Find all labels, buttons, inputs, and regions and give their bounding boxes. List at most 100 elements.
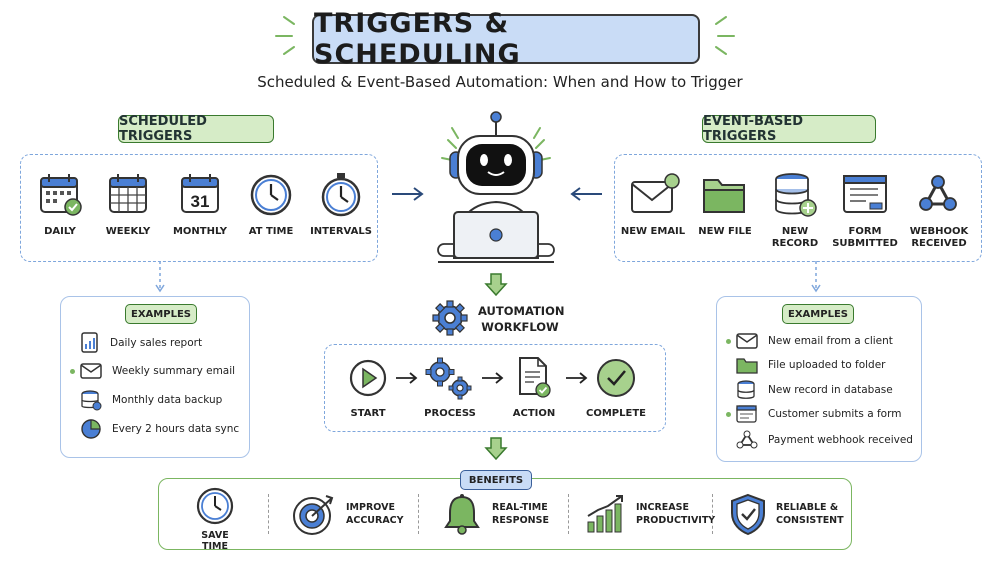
benefit-separator (418, 494, 419, 534)
database-plus-icon (775, 173, 817, 217)
flow-arrow-icon (396, 372, 418, 384)
envelope-icon (736, 333, 758, 349)
robot-illustration (437, 111, 555, 263)
example-text: Daily sales report (110, 337, 203, 349)
examples-heading-text: EXAMPLES (788, 308, 848, 320)
step-label-action: ACTION (512, 408, 556, 419)
example-row: Every 2 hours data sync (80, 418, 239, 440)
flow-arrow-icon (482, 372, 504, 384)
step-label-complete: COMPLETE (586, 408, 646, 419)
benefit-label: INCREASE PRODUCTIVITY (636, 502, 716, 526)
benefit-increase-productivity: INCREASE PRODUCTIVITY (584, 492, 715, 536)
trigger-label: DAILY (44, 226, 76, 237)
check-circle-icon (597, 359, 635, 397)
event-heading-text: EVENT-BASED TRIGGERS (703, 114, 804, 144)
stopwatch-icon (321, 173, 361, 217)
step-label-process: PROCESS (424, 408, 476, 419)
workflow-heading-line1: AUTOMATION (478, 304, 565, 318)
event-examples-heading: EXAMPLES (782, 304, 854, 324)
benefits-heading-text: BENEFITS (468, 474, 524, 486)
benefit-label: RELIABLE & CONSISTENT (776, 502, 844, 526)
benefit-separator (712, 494, 713, 534)
benefit-label: REAL-TIME RESPONSE (492, 502, 549, 526)
bullet-dot (726, 411, 731, 417)
sparkle-left-icon (275, 16, 295, 55)
example-row: New email from a client (726, 332, 893, 350)
example-row: New record in database (736, 380, 893, 400)
example-text: Payment webhook received (768, 434, 913, 446)
pie-sync-icon (81, 419, 101, 439)
examples-heading-text: EXAMPLES (131, 308, 191, 320)
event-triggers-heading: EVENT-BASED TRIGGERS (702, 114, 876, 144)
connector-arrow-left (155, 261, 165, 293)
example-row: File uploaded to folder (736, 356, 886, 374)
example-text: Every 2 hours data sync (112, 423, 240, 435)
calendar-badge-text: 31 (191, 192, 210, 211)
trigger-label: WEEKLY (105, 226, 151, 237)
webhook-icon (919, 175, 957, 211)
example-text: File uploaded to folder (768, 359, 886, 371)
scheduled-triggers-heading: SCHEDULED TRIGGERS (118, 114, 274, 144)
form-icon (843, 175, 887, 213)
gears-icon (425, 357, 472, 400)
example-row: Monthly data backup (80, 389, 222, 411)
benefit-separator (568, 494, 569, 534)
trigger-weekly: WEEKLY (95, 172, 161, 238)
trigger-label: AT TIME (248, 226, 294, 237)
subtitle: Scheduled & Event-Based Automation: When… (257, 73, 743, 91)
report-doc-icon (81, 332, 98, 353)
folder-icon (703, 179, 745, 213)
arrow-left-to-robot (570, 187, 602, 201)
sparkle-right-icon (715, 16, 735, 55)
arrow-down-green-2 (484, 437, 508, 461)
benefit-real-time-response: REAL-TIME RESPONSE (440, 492, 549, 536)
database-backup-icon (81, 390, 102, 411)
trigger-label: WEBHOOK RECEIVED (909, 226, 969, 249)
example-text: Weekly summary email (112, 365, 236, 377)
benefit-label: SAVE TIME (201, 530, 229, 552)
page-title: TRIGGERS & SCHEDULING (312, 8, 700, 70)
arrow-right-to-robot (392, 187, 424, 201)
bell-icon (444, 494, 480, 535)
example-text: Customer submits a form (768, 408, 902, 420)
benefit-reliable-consistent: RELIABLE & CONSISTENT (728, 492, 844, 536)
trigger-label: NEW FILE (698, 226, 752, 237)
trigger-label: MONTHLY (172, 226, 228, 237)
shield-check-icon (731, 493, 765, 536)
benefit-separator (268, 494, 269, 534)
calendar-check-icon (40, 174, 82, 216)
gear-icon (432, 300, 468, 336)
trigger-new-record: NEW RECORD (762, 172, 828, 250)
trigger-daily: DAILY (27, 172, 93, 238)
example-row: Payment webhook received (736, 430, 913, 450)
trigger-form-submitted: FORM SUBMITTED (832, 172, 898, 250)
bullet-dot (726, 338, 731, 344)
example-row: Customer submits a form (726, 405, 901, 423)
growth-chart-icon (587, 495, 623, 533)
new-email-icon (631, 173, 680, 213)
example-row: Daily sales report (80, 332, 202, 354)
flow-arrow-icon (566, 372, 588, 384)
workflow-heading-line2: WORKFLOW (481, 320, 559, 334)
folder-icon (736, 358, 758, 374)
workflow-heading: AUTOMATION WORKFLOW (478, 303, 565, 335)
trigger-intervals: INTERVALS (308, 172, 374, 238)
calendar-grid-icon (109, 174, 147, 213)
calendar-31-icon: 31 (181, 174, 219, 213)
connector-arrow-right (811, 261, 821, 293)
clock-icon (250, 174, 292, 216)
trigger-monthly: 31 MONTHLY (167, 172, 233, 238)
trigger-webhook-received: WEBHOOK RECEIVED (906, 172, 972, 250)
trigger-label: NEW RECORD (771, 226, 819, 249)
example-text: New record in database (768, 384, 893, 396)
trigger-label: INTERVALS (310, 226, 372, 237)
bullet-dot (70, 368, 75, 374)
envelope-icon (80, 363, 102, 379)
title-text: TRIGGERS & SCHEDULING (314, 8, 521, 70)
benefit-improve-accuracy: IMPROVE ACCURACY (290, 492, 404, 536)
trigger-at-time: AT TIME (238, 172, 304, 238)
database-icon (737, 380, 755, 399)
example-text: Monthly data backup (112, 394, 223, 406)
clock-icon (196, 487, 234, 525)
document-check-icon (519, 357, 551, 398)
